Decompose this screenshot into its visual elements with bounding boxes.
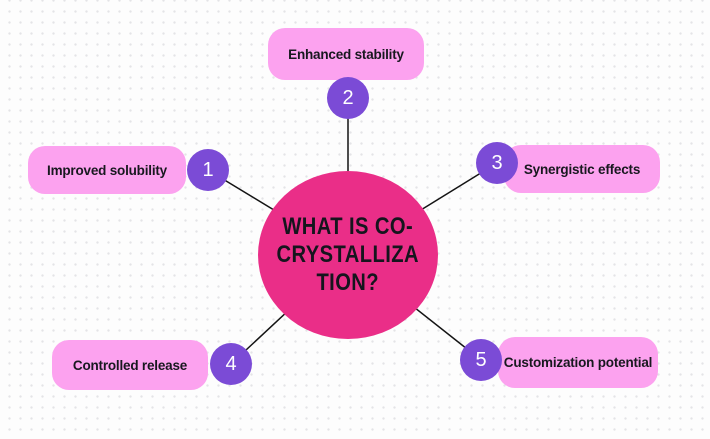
branch-node-controlled-release[interactable]: Controlled release — [52, 340, 208, 390]
central-title-line: CRYSTALLIZA — [276, 241, 420, 269]
central-topic-node[interactable]: WHAT IS CO- CRYSTALLIZA TION? — [258, 171, 438, 339]
branch-node-synergistic-effects[interactable]: Synergistic effects — [504, 145, 660, 193]
central-title-line: TION? — [316, 268, 380, 296]
branch-label: Enhanced stability — [288, 46, 404, 62]
branch-number-badge-4[interactable]: 4 — [210, 343, 252, 385]
branch-node-improved-solubility[interactable]: Improved solubility — [28, 146, 186, 194]
central-title-line: WHAT IS CO- — [282, 213, 414, 241]
branch-node-customization-potential[interactable]: Customization potential — [498, 337, 658, 388]
branch-label: Synergistic effects — [523, 161, 641, 177]
branch-label: Controlled release — [72, 357, 188, 373]
branch-number-badge-3[interactable]: 3 — [476, 142, 518, 184]
branch-label: Improved solubility — [47, 162, 167, 178]
branch-number-badge-2[interactable]: 2 — [327, 77, 369, 119]
branch-node-enhanced-stability[interactable]: Enhanced stability — [268, 28, 424, 80]
branch-number-badge-1[interactable]: 1 — [187, 149, 229, 191]
branch-number-badge-5[interactable]: 5 — [460, 339, 502, 381]
branch-label: Customization potential — [503, 355, 653, 370]
central-topic-title: WHAT IS CO- CRYSTALLIZA TION? — [277, 213, 419, 296]
